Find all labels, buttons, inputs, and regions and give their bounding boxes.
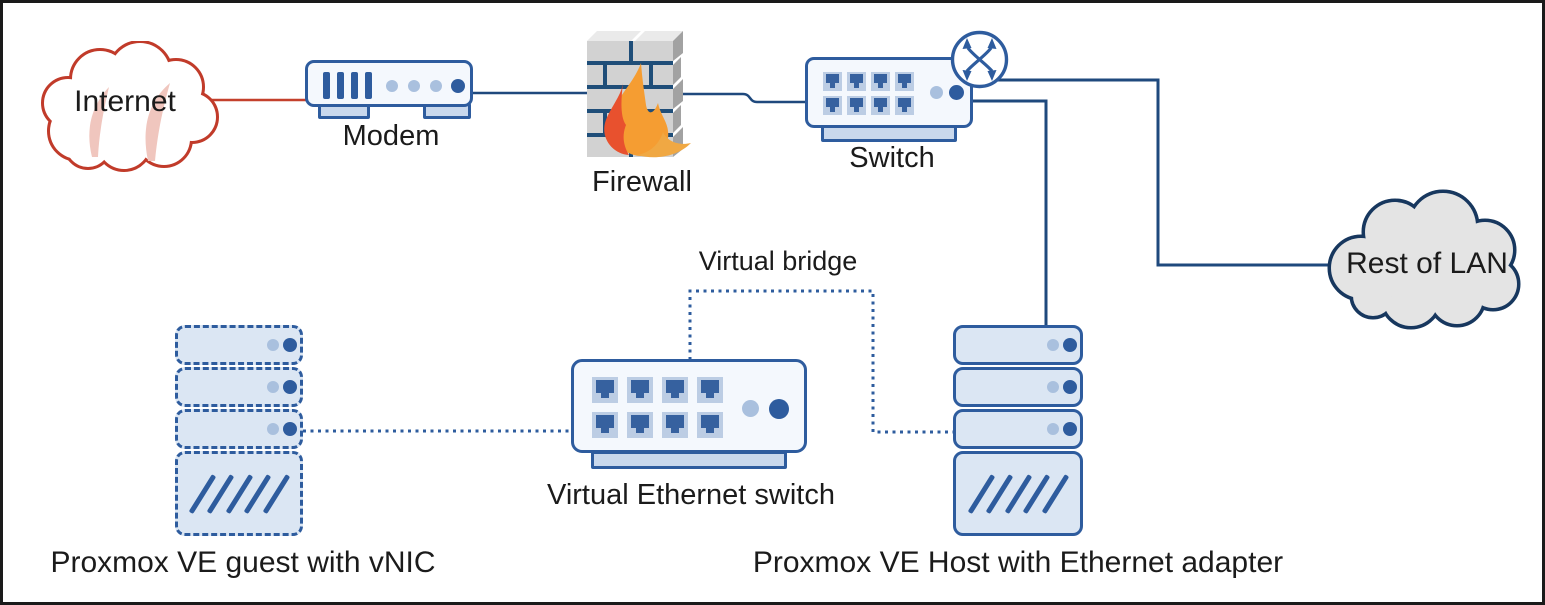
server-unit	[175, 367, 303, 407]
server-led-light	[1047, 381, 1059, 393]
guest-server-stack	[175, 325, 303, 536]
ethernet-port-icon	[895, 96, 914, 115]
lan-label: Rest of LAN	[1346, 247, 1508, 280]
modem-bars	[323, 72, 372, 99]
firewall-icon	[587, 31, 691, 158]
vswitch-led	[769, 399, 789, 419]
link-switch-lan	[988, 78, 1333, 267]
ethernet-port-icon	[662, 412, 688, 438]
vswitch-ports	[592, 377, 723, 438]
vswitch-led	[742, 400, 759, 417]
switch-label: Switch	[849, 142, 935, 174]
modem-label: Modem	[342, 120, 440, 152]
flame-icon	[604, 63, 691, 158]
server-led-dark	[283, 338, 297, 352]
ethernet-port-icon	[823, 72, 842, 91]
ethernet-port-icon	[871, 96, 890, 115]
ethernet-port-icon	[627, 412, 653, 438]
lan-cloud-icon	[1327, 189, 1521, 330]
ethernet-port-icon	[662, 377, 688, 403]
server-led-dark	[1063, 380, 1077, 394]
switch-led	[949, 85, 964, 100]
ethernet-port-icon	[697, 377, 723, 403]
ethernet-port-icon	[871, 72, 890, 91]
virtual-switch-icon	[571, 359, 807, 453]
internet-label: Internet	[74, 85, 176, 118]
server-unit	[175, 409, 303, 449]
modem-icon	[305, 60, 473, 107]
ethernet-port-icon	[697, 412, 723, 438]
server-vent-unit	[175, 451, 303, 536]
guest-label: Proxmox VE guest with vNIC	[50, 546, 436, 579]
ethernet-port-icon	[592, 412, 618, 438]
router-arrows-icon	[950, 30, 1009, 89]
server-vent-unit	[953, 451, 1083, 536]
server-unit	[953, 325, 1083, 365]
ethernet-port-icon	[895, 72, 914, 91]
switch-led	[930, 86, 943, 99]
server-led-dark	[1063, 338, 1077, 352]
server-unit	[953, 367, 1083, 407]
host-server-stack	[953, 325, 1083, 536]
server-led-light	[267, 423, 279, 435]
server-led-light	[1047, 423, 1059, 435]
firewall-label: Firewall	[592, 166, 692, 198]
link-switch-host	[963, 99, 1048, 329]
modem-led	[408, 80, 420, 92]
host-label: Proxmox VE Host with Ethernet adapter	[752, 546, 1284, 579]
modem-led	[451, 79, 465, 93]
link-virtual-bridge	[688, 289, 955, 434]
server-led-dark	[283, 422, 297, 436]
modem-led	[430, 80, 442, 92]
server-led-light	[1047, 339, 1059, 351]
server-unit	[953, 409, 1083, 449]
internet-cloud-icon	[41, 41, 219, 172]
switch-ports	[823, 72, 914, 115]
vswitch-base	[591, 451, 787, 469]
connector-lines-layer	[195, 78, 1333, 434]
server-led-light	[267, 381, 279, 393]
ethernet-port-icon	[627, 377, 653, 403]
modem-led	[386, 80, 398, 92]
link-firewall-switch	[675, 92, 809, 104]
ethernet-port-icon	[847, 72, 866, 91]
cloud-sail-shapes	[89, 83, 170, 161]
virtual-switch-label: Virtual Ethernet switch	[547, 479, 835, 511]
ethernet-port-icon	[823, 96, 842, 115]
virtual-bridge-label: Virtual bridge	[698, 246, 858, 276]
server-led-dark	[283, 380, 297, 394]
server-led-dark	[1063, 422, 1077, 436]
ethernet-port-icon	[847, 96, 866, 115]
server-led-light	[267, 339, 279, 351]
ethernet-port-icon	[592, 377, 618, 403]
server-unit	[175, 325, 303, 365]
switch-icon	[805, 57, 973, 128]
